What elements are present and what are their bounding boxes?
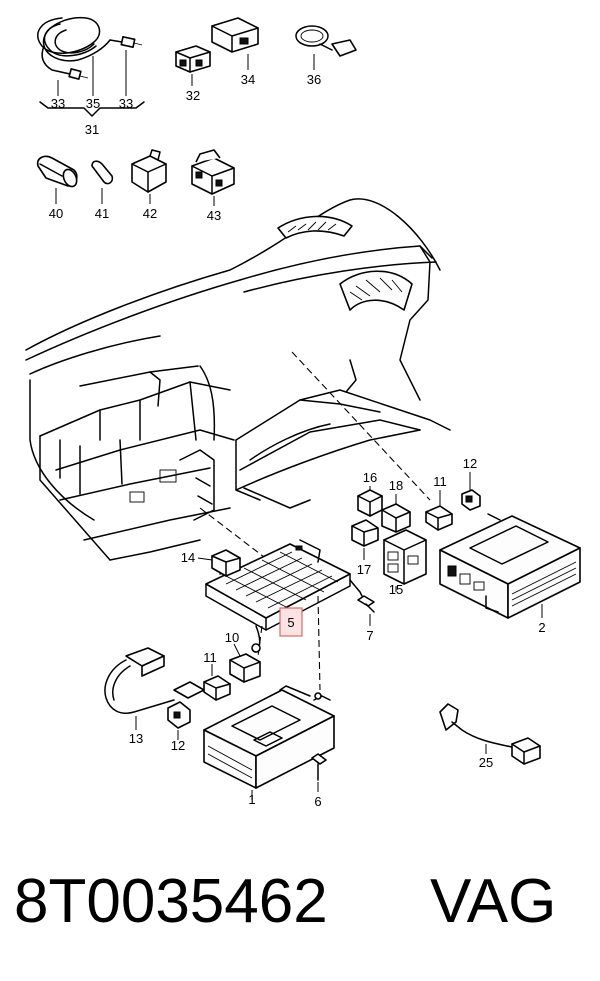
ring-antenna-connector-36 bbox=[295, 25, 357, 70]
callout-labels: 33 35 33 31 32 34 36 40 41 42 43 16 18 1… bbox=[49, 72, 546, 809]
callout-36: 36 bbox=[307, 72, 321, 87]
plug-18 bbox=[381, 494, 411, 533]
navigation-unit-2 bbox=[439, 513, 581, 619]
coiled-adapter-cable bbox=[37, 16, 145, 117]
callout-33-right: 33 bbox=[119, 96, 133, 111]
adapter-cable-13 bbox=[104, 647, 205, 730]
dashboard-panel bbox=[25, 198, 451, 561]
callout-7: 7 bbox=[366, 628, 373, 643]
plug-11-lower bbox=[203, 664, 231, 701]
callout-14: 14 bbox=[181, 550, 195, 565]
plug-10 bbox=[229, 643, 261, 683]
callout-17: 17 bbox=[357, 562, 371, 577]
relay-34 bbox=[211, 17, 259, 70]
control-unit-1 bbox=[203, 685, 335, 800]
callout-12-upper: 12 bbox=[463, 456, 477, 471]
callout-31: 31 bbox=[85, 122, 99, 137]
callout-13: 13 bbox=[129, 731, 143, 746]
connector-housing-32 bbox=[175, 45, 211, 86]
callout-40: 40 bbox=[49, 206, 63, 221]
callout-5: 5 bbox=[287, 615, 294, 630]
plug-16 bbox=[357, 486, 383, 517]
callout-25: 25 bbox=[479, 755, 493, 770]
callout-34: 34 bbox=[241, 72, 255, 87]
plug-12-lower bbox=[167, 701, 191, 740]
exploded-parts-diagram: 33 35 33 31 32 34 36 40 41 42 43 16 18 1… bbox=[25, 16, 581, 809]
callout-35: 35 bbox=[86, 96, 100, 111]
plug-11-upper bbox=[425, 490, 453, 531]
plug-17 bbox=[351, 519, 379, 560]
callout-11-upper: 11 bbox=[433, 474, 447, 489]
multi-plug-43 bbox=[191, 149, 235, 206]
part-5-highlight bbox=[279, 607, 303, 637]
brand-name: VAG bbox=[430, 867, 557, 936]
antenna-cable-25 bbox=[439, 703, 541, 765]
bolt-7 bbox=[357, 595, 375, 626]
callout-2: 2 bbox=[538, 620, 545, 635]
plug-14 bbox=[197, 549, 241, 577]
callout-41: 41 bbox=[95, 206, 109, 221]
callout-15: 15 bbox=[389, 582, 403, 597]
callout-33-left: 33 bbox=[51, 96, 65, 111]
callout-42: 42 bbox=[143, 206, 157, 221]
callout-12-lower: 12 bbox=[171, 738, 185, 753]
callout-11-lower: 11 bbox=[203, 650, 217, 665]
callout-16: 16 bbox=[363, 470, 377, 485]
callout-18: 18 bbox=[389, 478, 403, 493]
callout-1: 1 bbox=[248, 792, 255, 807]
cover-cap-42 bbox=[131, 149, 167, 204]
connector-block-15 bbox=[383, 529, 427, 592]
plug-41 bbox=[91, 160, 114, 204]
part-number: 8T0035462 bbox=[14, 867, 328, 936]
part-info-footer: 8T0035462 VAG bbox=[0, 852, 600, 952]
callout-6: 6 bbox=[314, 794, 321, 809]
callout-10: 10 bbox=[225, 630, 239, 645]
cylinder-40 bbox=[36, 155, 78, 204]
plug-12-upper bbox=[461, 472, 481, 511]
bolt-6 bbox=[311, 753, 327, 792]
callout-32: 32 bbox=[186, 88, 200, 103]
callout-43: 43 bbox=[207, 208, 221, 223]
